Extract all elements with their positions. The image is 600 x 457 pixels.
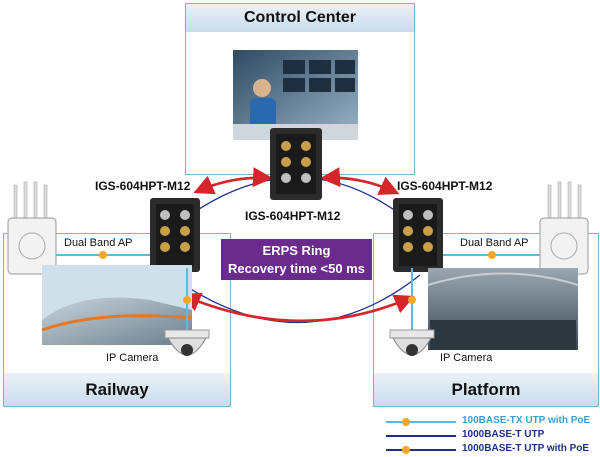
legend-item-1000base-t: 1000BASE-T UTP (462, 429, 545, 440)
right-access-point-icon (539, 181, 589, 275)
left-access-point-icon (7, 181, 57, 275)
legend-item-1000base-t-poe: 1000BASE-T UTP with PoE (462, 443, 590, 454)
left-ip-camera-label: IP Camera (106, 352, 159, 364)
left-switch-label: IGS-604HPT-M12 (95, 179, 191, 193)
right-switch-icon (393, 198, 443, 272)
platform-title: Platform (374, 373, 598, 406)
center-switch-label: IGS-604HPT-M12 (245, 209, 341, 223)
legend (386, 418, 456, 454)
left-switch-icon (150, 198, 200, 272)
control-center-photo (233, 50, 358, 140)
platform-photo (427, 268, 579, 350)
erps-ring-box: ERPS Ring Recovery time <50 ms (221, 239, 372, 280)
railway-title: Railway (4, 373, 230, 406)
left-dual-band-ap-label: Dual Band AP (64, 237, 133, 249)
right-ip-camera-icon (389, 329, 435, 356)
erps-recovery-time: Recovery time <50 ms (228, 261, 365, 276)
control-center-title: Control Center (186, 4, 414, 32)
left-ip-camera-icon (164, 329, 210, 356)
center-switch-icon (270, 128, 322, 200)
right-dual-band-ap-label: Dual Band AP (460, 237, 529, 249)
right-switch-label: IGS-604HPT-M12 (397, 179, 493, 193)
legend-item-100base-tx-poe: 100BASE-TX UTP with PoE (462, 415, 591, 426)
erps-title: ERPS Ring (262, 243, 331, 258)
right-ip-camera-label: IP Camera (440, 352, 493, 364)
railway-photo (41, 265, 193, 345)
